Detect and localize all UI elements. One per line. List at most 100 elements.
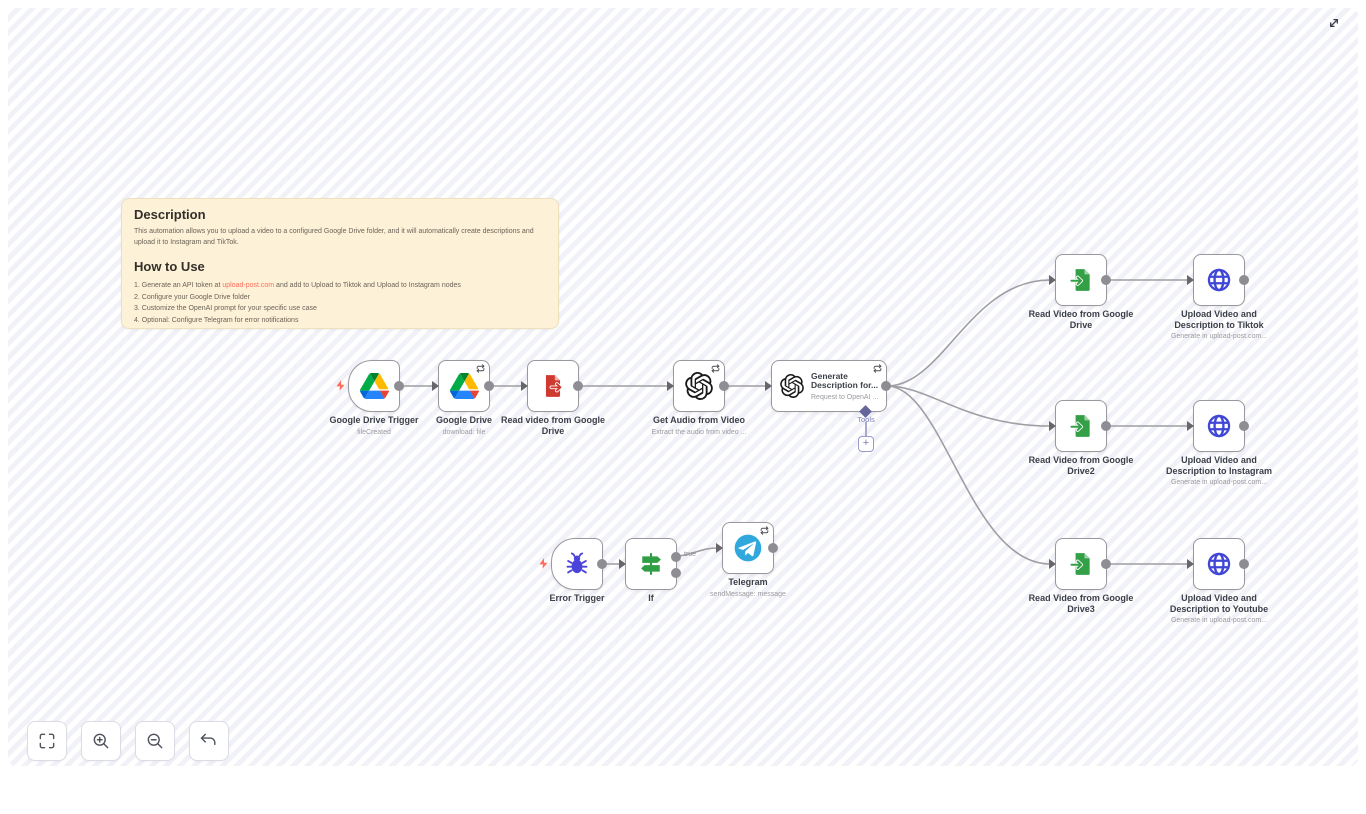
output-port[interactable] [1239, 275, 1249, 285]
node-label: Google Drive Trigger [329, 415, 419, 425]
input-port[interactable] [667, 381, 674, 391]
openai-icon [685, 372, 713, 400]
sticky-step-2: 2. Configure your Google Drive folder [134, 293, 250, 301]
node-error-trigger[interactable] [551, 538, 607, 590]
retry-icon [760, 526, 769, 535]
input-port[interactable] [1187, 421, 1194, 431]
output-port[interactable] [1239, 421, 1249, 431]
input-port[interactable] [432, 381, 439, 391]
node-subtitle: Request to OpenAI ... [811, 393, 879, 401]
output-port[interactable] [1101, 421, 1111, 431]
workflow-canvas[interactable]: Description This automation allows you t… [8, 8, 1358, 766]
sticky-note[interactable]: Description This automation allows you t… [121, 198, 559, 329]
node-upload-youtube[interactable] [1187, 538, 1249, 590]
output-port[interactable] [484, 381, 494, 391]
google-drive-icon [359, 373, 389, 399]
node-caption: Google Drive Trigger fileCreated [299, 415, 449, 438]
node-caption: Get Audio from Video Extract the audio f… [624, 415, 774, 438]
node-read-video-3[interactable] [1049, 538, 1111, 590]
node-get-audio-from-video[interactable] [667, 360, 729, 412]
output-port[interactable] [1101, 275, 1111, 285]
add-tool-button[interactable]: + [858, 436, 874, 452]
trigger-bolt-icon [336, 380, 345, 391]
node-label: Upload Video and Description to Tiktok [1174, 309, 1264, 330]
bug-icon [566, 552, 588, 574]
node-subtitle: Generate in upload-post.com... [1170, 333, 1268, 340]
input-port[interactable] [619, 559, 626, 569]
step1-text: 1. Generate an API token at [134, 282, 223, 289]
node-read-video-1[interactable] [1049, 254, 1111, 306]
zoom-out-icon [147, 733, 163, 749]
output-port[interactable] [1239, 559, 1249, 569]
node-read-video-from-google-drive[interactable] [521, 360, 583, 412]
sticky-howto-title: How to Use [134, 259, 205, 274]
node-upload-tiktok[interactable] [1187, 254, 1249, 306]
node-label: Get Audio from Video [652, 415, 745, 425]
zoom-out-button[interactable] [135, 721, 175, 761]
node-telegram[interactable] [716, 522, 778, 574]
node-caption: Telegram sendMessage: message [673, 577, 823, 600]
node-subtitle: Generate in upload-post.com... [1170, 479, 1268, 486]
expand-button[interactable] [1324, 13, 1344, 33]
wire-generate-to-read2 [886, 385, 1051, 427]
globe-icon [1207, 414, 1231, 438]
telegram-icon [734, 534, 762, 562]
google-drive-icon [449, 373, 479, 399]
node-label: Error Trigger [549, 593, 605, 603]
output-port[interactable] [394, 381, 404, 391]
undo-icon [200, 733, 216, 746]
input-port[interactable] [521, 381, 528, 391]
file-import-icon [1069, 415, 1090, 437]
output-port[interactable] [597, 559, 607, 569]
sticky-body: This automation allows you to upload a v… [134, 228, 534, 246]
node-caption: Upload Video and Description to Instagra… [1144, 455, 1294, 488]
node-subtitle: Extract the audio from video ... [651, 428, 747, 436]
input-port[interactable] [1049, 275, 1056, 285]
input-port[interactable] [1187, 559, 1194, 569]
input-port[interactable] [1049, 421, 1056, 431]
tools-connector-line [865, 422, 867, 436]
file-export-icon [545, 375, 563, 397]
input-port[interactable] [1049, 559, 1056, 569]
retry-icon [873, 364, 882, 373]
upload-post-link[interactable]: upload-post.com [222, 282, 275, 289]
node-inner-text: Generate Description for... Request to O… [811, 370, 879, 401]
node-title-line1: Generate [811, 370, 848, 381]
output-port[interactable] [719, 381, 729, 391]
globe-icon [1207, 268, 1231, 292]
output-port[interactable] [1101, 559, 1111, 569]
node-label: Read Video from Google Drive2 [1028, 455, 1134, 476]
node-read-video-2[interactable] [1049, 400, 1111, 452]
node-label: Upload Video and Description to Instagra… [1165, 455, 1273, 476]
node-caption: Google Drive download: file [389, 415, 539, 438]
node-caption: Read Video from Google Drive [1006, 309, 1156, 330]
node-caption: Error Trigger [502, 593, 652, 604]
error-trigger-bolt-icon [539, 558, 548, 569]
output-port-true[interactable] [671, 552, 681, 562]
node-google-drive-trigger[interactable] [348, 360, 404, 412]
fit-view-icon [39, 733, 55, 749]
fit-view-button[interactable] [27, 721, 67, 761]
input-port[interactable] [716, 543, 723, 553]
node-subtitle: sendMessage: message [710, 590, 786, 598]
node-caption: Upload Video and Description to Youtube … [1144, 593, 1294, 626]
output-port[interactable] [768, 543, 778, 553]
node-caption: Upload Video and Description to Tiktok G… [1144, 309, 1294, 342]
node-upload-instagram[interactable] [1187, 400, 1249, 452]
input-port[interactable] [1187, 275, 1194, 285]
output-port-false[interactable] [671, 568, 681, 578]
node-google-drive[interactable] [432, 360, 494, 412]
output-port[interactable] [881, 381, 891, 391]
undo-button[interactable] [189, 721, 229, 761]
node-if[interactable] [619, 538, 681, 590]
openai-icon [780, 374, 804, 398]
zoom-in-button[interactable] [81, 721, 121, 761]
sticky-step-3: 3. Customize the OpenAI prompt for your … [134, 305, 317, 312]
node-generate-description[interactable]: Generate Description for... Request to O… [765, 360, 891, 412]
node-label: Telegram [728, 577, 768, 587]
output-port[interactable] [573, 381, 583, 391]
input-port[interactable] [765, 381, 772, 391]
node-title-line2: Description for... [811, 380, 879, 390]
node-caption: Read Video from Google Drive3 [1006, 593, 1156, 614]
step1-text-after: and add to Upload to Tiktok and Upload t… [274, 282, 461, 289]
